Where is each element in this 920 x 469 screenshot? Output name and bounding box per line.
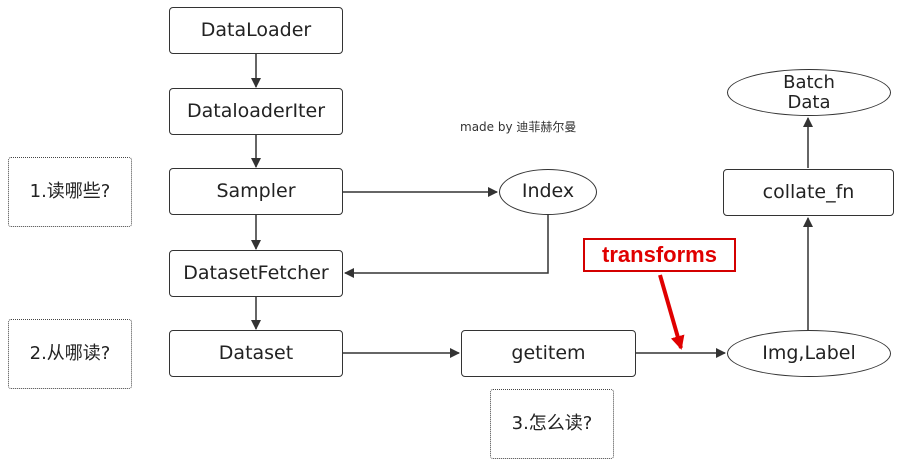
dataset-fetcher-node: DatasetFetcher: [169, 250, 343, 297]
index-node: Index: [499, 169, 597, 215]
img-label-node: Img,Label: [727, 330, 891, 377]
batch-data-line1: Batch: [783, 71, 835, 93]
arrow-index-to-fetcher: [344, 215, 549, 278]
dataloader-node: DataLoader: [169, 7, 343, 54]
transforms-label: transforms: [583, 238, 736, 272]
batch-data-line2: Data: [787, 91, 831, 113]
dataloader-iter-node: DataloaderIter: [169, 88, 343, 135]
collate-fn-node: collate_fn: [723, 169, 894, 216]
dataset-node: Dataset: [169, 330, 343, 377]
getitem-node: getitem: [461, 330, 636, 377]
question-which-box: 1.读哪些?: [8, 157, 132, 227]
batch-data-node: Batch Data: [727, 69, 891, 116]
transforms-pointer-arrow: [658, 274, 685, 350]
question-how-box: 3.怎么读?: [490, 389, 614, 459]
sampler-node: Sampler: [169, 168, 343, 215]
author-credit: made by 迪菲赫尔曼: [460, 120, 577, 134]
question-where-box: 2.从哪读?: [8, 319, 132, 389]
